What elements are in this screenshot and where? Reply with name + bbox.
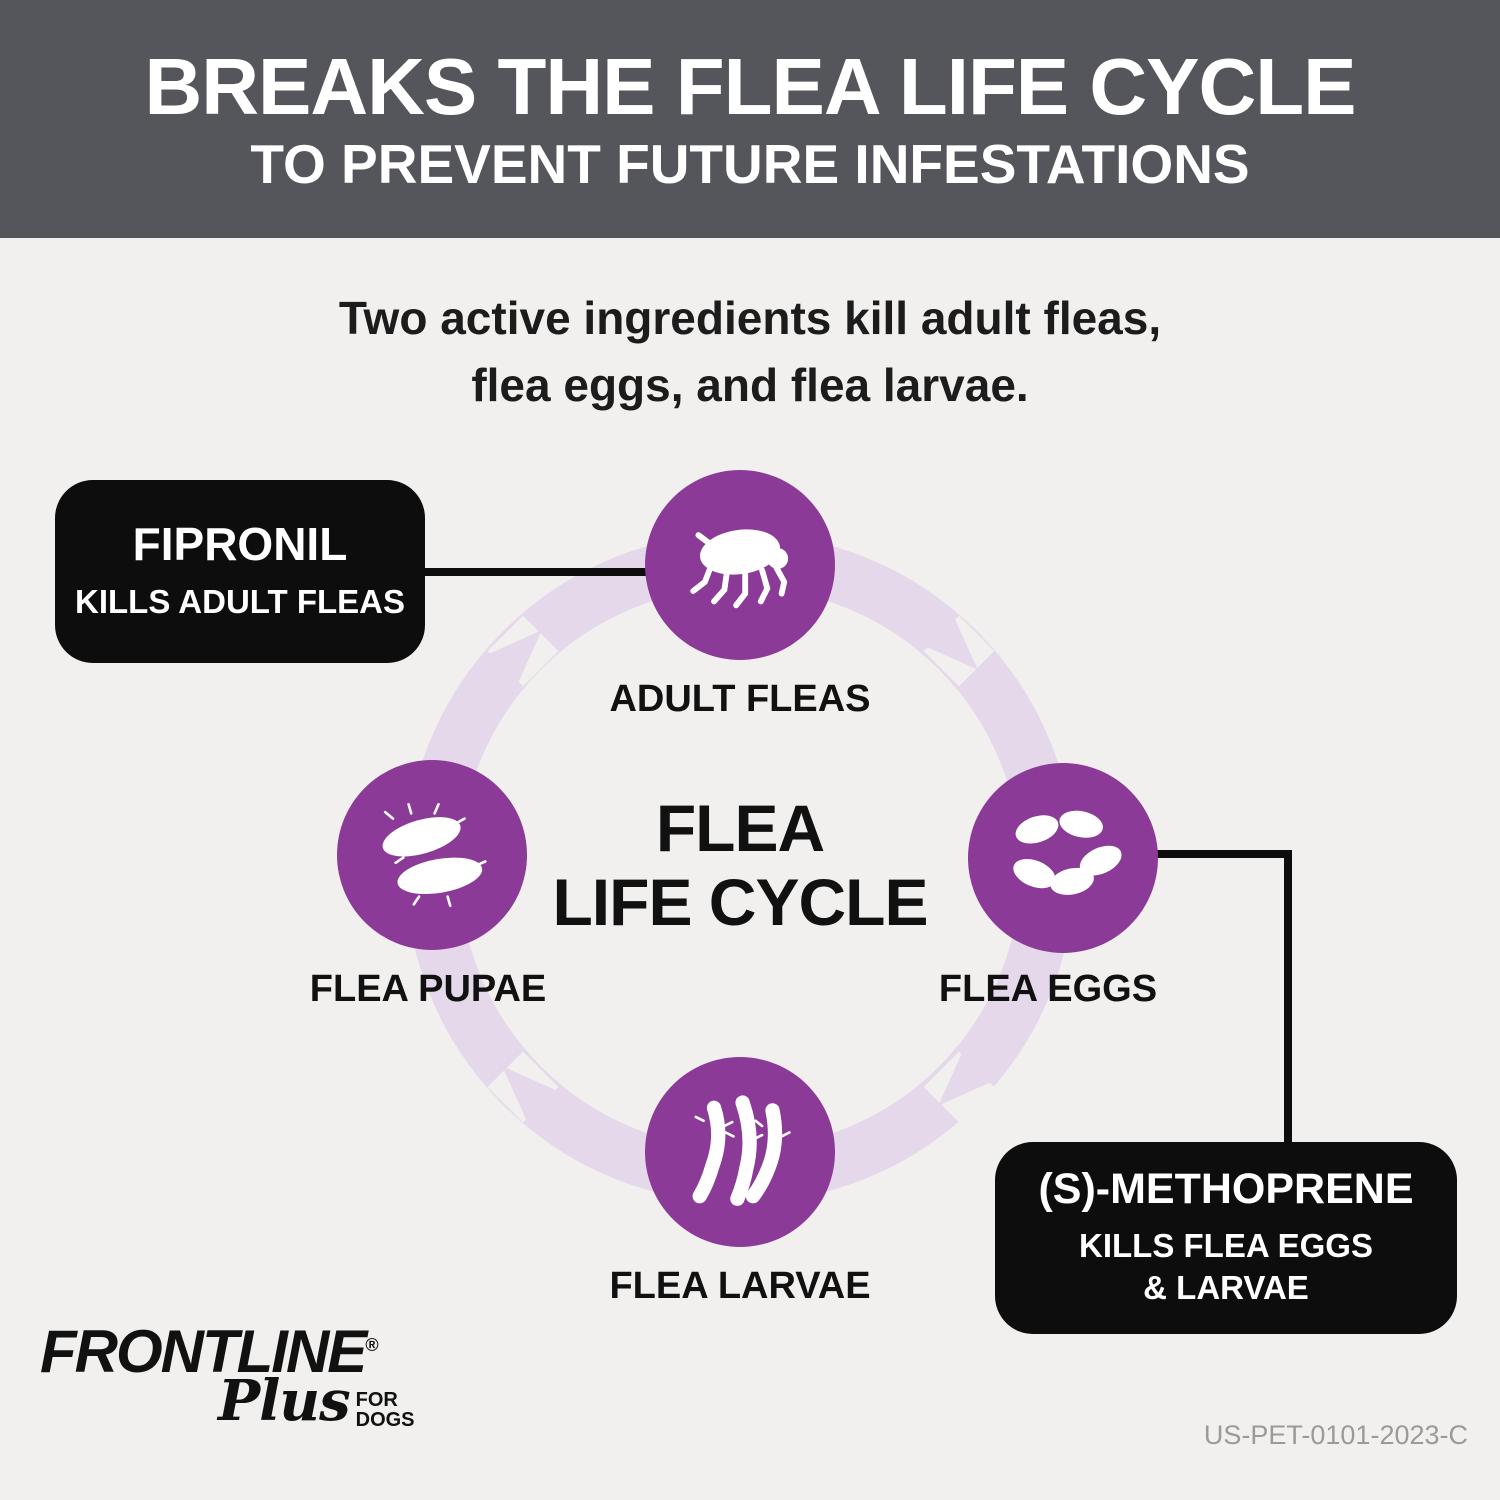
brand-name-text: FRONTLINE: [40, 1318, 367, 1385]
fipronil-connector-line: [418, 568, 650, 576]
flea-larvae-icon: [692, 1095, 791, 1206]
methoprene-connector-line-horizontal: [1150, 850, 1292, 858]
flea-larvae-circle: [645, 1057, 835, 1247]
intro-line-1: Two active ingredients kill adult fleas,: [338, 292, 1162, 344]
methoprene-subtitle-line-2: & LARVAE: [1143, 1268, 1309, 1306]
flea-eggs-icon: [1013, 810, 1122, 895]
brand-plus-text: Plus: [218, 1368, 351, 1434]
flea-pupae-label: FLEA PUPAE: [309, 968, 547, 1010]
flea-pupae-circle: [337, 760, 527, 950]
adult-fleas-label: ADULT FLEAS: [609, 678, 871, 720]
flea-pupae-icon: [382, 803, 487, 907]
frontline-logo: FRONTLINE® Plus FOR DOGS: [40, 1322, 415, 1431]
flea-eggs-circle: [968, 763, 1158, 953]
regulatory-code: US-PET-0101-2023-C: [1203, 1420, 1468, 1450]
brand-animal-label: DOGS: [355, 1409, 415, 1432]
methoprene-title: (S)-METHOPRENE: [1038, 1165, 1414, 1214]
registered-mark: ®: [365, 1335, 379, 1355]
cycle-center-title: FLEA LIFE CYCLE: [440, 791, 1040, 940]
brand-variant: Plus FOR DOGS: [218, 1368, 415, 1434]
methoprene-connector-line-vertical: [1284, 850, 1292, 1146]
methoprene-subtitle: KILLS FLEA EGGS & LARVAE: [1079, 1225, 1373, 1308]
fipronil-subtitle: KILLS ADULT FLEAS: [75, 582, 405, 620]
methoprene-subtitle-line-1: KILLS FLEA EGGS: [1079, 1227, 1373, 1265]
adult-flea-icon: [690, 529, 789, 609]
flea-eggs-label: FLEA EGGS: [938, 968, 1158, 1010]
header-banner: BREAKS THE FLEA LIFE CYCLE TO PREVENT FU…: [0, 0, 1500, 238]
cycle-center-line-1: FLEA: [655, 791, 825, 865]
page-title: BREAKS THE FLEA LIFE CYCLE: [144, 41, 1356, 131]
page-subtitle: TO PREVENT FUTURE INFESTATIONS: [250, 132, 1250, 195]
flea-larvae-label: FLEA LARVAE: [609, 1265, 871, 1307]
brand-for-label: FOR: [355, 1389, 398, 1411]
adult-fleas-circle: [645, 470, 835, 660]
intro-line-2: flea eggs, and flea larvae.: [471, 358, 1029, 411]
brand-name: FRONTLINE®: [40, 1322, 415, 1382]
intro-text: Two active ingredients kill adult fleas,…: [0, 285, 1500, 418]
cycle-center-line-2: LIFE CYCLE: [552, 864, 928, 939]
fipronil-callout: FIPRONIL KILLS ADULT FLEAS: [55, 480, 425, 663]
brand-for-dogs: FOR DOGS: [356, 1390, 415, 1431]
methoprene-callout: (S)-METHOPRENE KILLS FLEA EGGS & LARVAE: [995, 1142, 1457, 1334]
fipronil-title: FIPRONIL: [132, 517, 348, 570]
